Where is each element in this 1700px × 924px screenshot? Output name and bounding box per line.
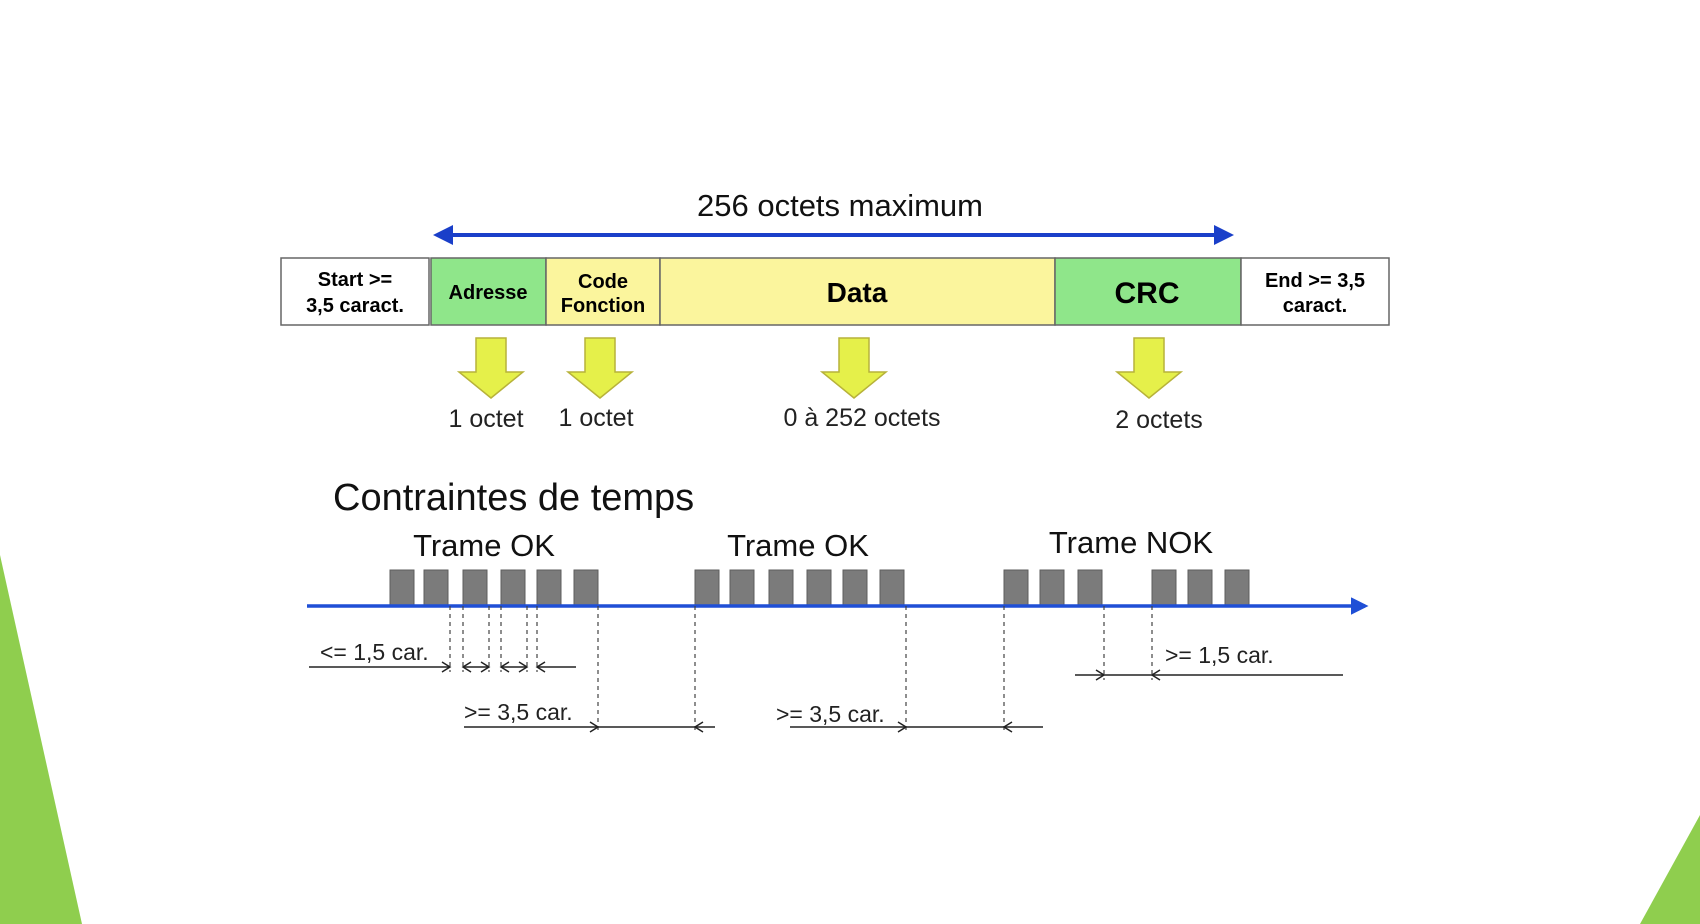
frame2-title: Trame OK (727, 528, 869, 563)
char-block (1224, 569, 1250, 607)
annotation-ge-3-5-second: >= 3,5 car. (776, 701, 885, 727)
segment-end (1240, 257, 1390, 326)
down-arrow-icon (819, 337, 889, 399)
size-label-adresse: 1 octet (448, 405, 523, 433)
annotation-ge-3-5-first: >= 3,5 car. (464, 699, 573, 725)
annotation-le-1-5: <= 1,5 car. (320, 639, 429, 665)
segment-data-label: Data (827, 277, 888, 308)
char-block (1039, 569, 1065, 607)
segment-start (280, 257, 430, 326)
gap-arrow-ge-1-5 (1075, 669, 1343, 681)
char-block (462, 569, 488, 607)
timing-title: Contraintes de temps (333, 477, 694, 519)
char-block (500, 569, 526, 607)
right-decor-triangle (1640, 815, 1700, 924)
char-block (1151, 569, 1177, 607)
segment-code-fonction (545, 257, 661, 326)
left-decor-triangle (0, 555, 82, 924)
gap-arrow-ge-3-5-second (790, 721, 1043, 733)
annotation-ge-1-5: >= 1,5 car. (1165, 642, 1274, 668)
down-arrow-icon (1114, 337, 1184, 399)
size-label-data: 0 à 252 octets (783, 404, 940, 432)
segment-adresse-label: Adresse (449, 282, 528, 304)
size-label-crc: 2 octets (1115, 406, 1203, 434)
segment-end-line1: End >= 3,5 (1265, 270, 1365, 292)
char-block (1187, 569, 1213, 607)
frame3-title: Trame NOK (1049, 525, 1214, 560)
frame1-title: Trame OK (413, 528, 555, 563)
size-arrows (456, 337, 1184, 399)
char-block (389, 569, 415, 607)
char-block (1003, 569, 1029, 607)
segment-end-line2: caract. (1283, 295, 1348, 317)
char-block (879, 569, 905, 607)
frame-bar: Start >= 3,5 caract. Adresse Code Foncti… (280, 257, 1390, 326)
char-block (842, 569, 868, 607)
segment-start-line2: 3,5 caract. (306, 295, 404, 317)
gap-arrows-le-1-5 (309, 661, 576, 673)
char-block (694, 569, 720, 607)
gap-arrow-ge-3-5-first (464, 721, 715, 733)
char-block (729, 569, 755, 607)
char-block (768, 569, 794, 607)
char-block (806, 569, 832, 607)
max-size-label: 256 octets maximum (697, 188, 983, 223)
char-block (536, 569, 562, 607)
segment-adresse (430, 257, 547, 326)
segment-code-line2: Fonction (561, 295, 645, 317)
dashed-guides (449, 606, 1153, 730)
char-block (573, 569, 599, 607)
segment-start-line1: Start >= (318, 269, 392, 291)
char-blocks (389, 569, 1250, 607)
segment-code-line1: Code (578, 271, 628, 293)
down-arrow-icon (565, 337, 635, 399)
segment-crc-label: CRC (1115, 277, 1180, 310)
char-block (423, 569, 449, 607)
char-block (1077, 569, 1103, 607)
size-label-code: 1 octet (558, 404, 633, 432)
down-arrow-icon (456, 337, 526, 399)
